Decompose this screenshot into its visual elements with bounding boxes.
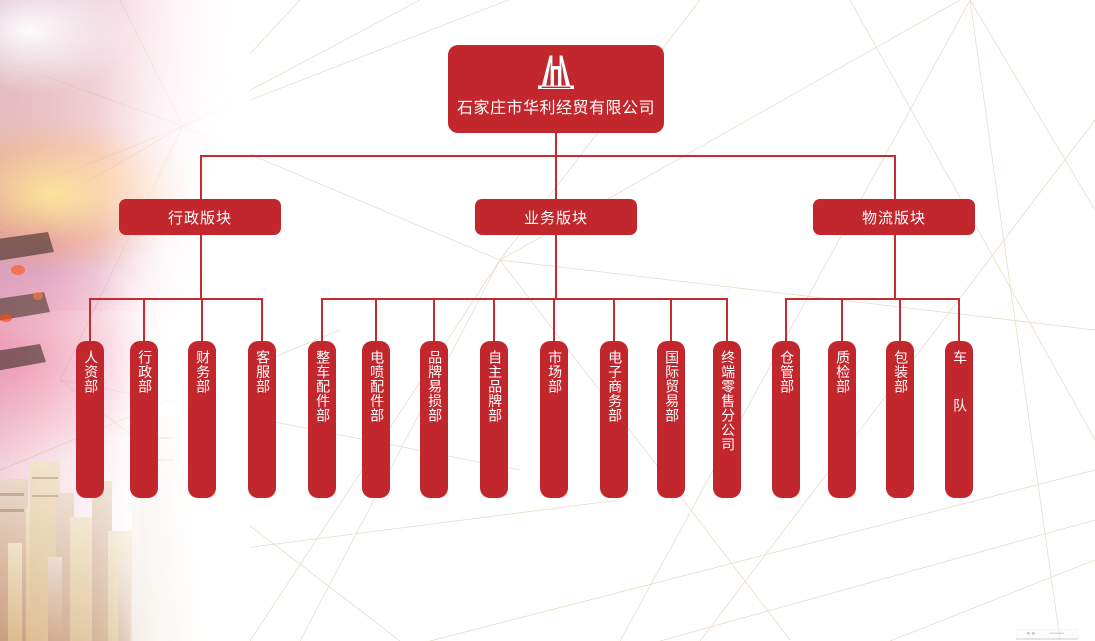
- department-node-business-2[interactable]: 品牌易损部: [420, 341, 448, 498]
- department-node-logistics-2[interactable]: 包装部: [886, 341, 914, 498]
- connector-stem-business-3: [493, 298, 495, 341]
- connector-stem-logistics-1: [841, 298, 843, 341]
- connector-stem-admin-3: [261, 298, 263, 341]
- department-label: 质检部: [835, 350, 849, 394]
- connector-business-stem: [555, 235, 557, 299]
- connector-bus-to-logistics: [894, 155, 896, 199]
- department-label: 仓管部: [779, 350, 793, 394]
- connector-business-group-bus: [321, 298, 727, 300]
- connector-logistics-stem: [894, 235, 896, 299]
- department-label: 财务部: [195, 350, 209, 394]
- connector-stem-business-6: [670, 298, 672, 341]
- department-node-business-6[interactable]: 国际贸易部: [657, 341, 685, 498]
- department-label: 人资部: [83, 350, 97, 394]
- department-label: 整车配件部: [315, 350, 329, 423]
- connector-stem-business-5: [613, 298, 615, 341]
- connector-root-stem: [555, 133, 557, 156]
- division-label: 行政版块: [168, 207, 232, 228]
- connector-stem-admin-2: [201, 298, 203, 341]
- root-company-node[interactable]: 石家庄市华利经贸有限公司: [448, 45, 664, 133]
- department-label: 品牌易损部: [427, 350, 441, 423]
- connector-stem-business-7: [726, 298, 728, 341]
- connector-stem-logistics-3: [958, 298, 960, 341]
- division-node-business[interactable]: 业务版块: [475, 199, 637, 235]
- department-node-admin-2[interactable]: 财务部: [188, 341, 216, 498]
- department-node-business-5[interactable]: 电子商务部: [600, 341, 628, 498]
- background-ribbon-accent: [0, 0, 250, 641]
- connector-stem-logistics-0: [785, 298, 787, 341]
- connector-stem-business-4: [553, 298, 555, 341]
- department-node-logistics-1[interactable]: 质检部: [828, 341, 856, 498]
- connector-stem-admin-0: [89, 298, 91, 341]
- background-fade-mask: [0, 0, 250, 641]
- connector-stem-business-0: [321, 298, 323, 341]
- department-node-business-7[interactable]: 终端零售分公司: [713, 341, 741, 498]
- department-node-business-1[interactable]: 电喷配件部: [362, 341, 390, 498]
- connector-stem-logistics-2: [899, 298, 901, 341]
- department-node-admin-0[interactable]: 人资部: [76, 341, 104, 498]
- connector-bus-to-business: [555, 155, 557, 199]
- department-node-admin-1[interactable]: 行政部: [130, 341, 158, 498]
- division-node-logistics[interactable]: 物流版块: [813, 199, 975, 235]
- connector-main-bus: [200, 155, 896, 157]
- connector-stem-business-1: [375, 298, 377, 341]
- background-sun-glow: [0, 120, 190, 270]
- department-label: 电子商务部: [607, 350, 621, 423]
- department-label: 包装部: [893, 350, 907, 394]
- department-label: 市场部: [547, 350, 561, 394]
- department-label: 国际贸易部: [664, 350, 678, 423]
- department-node-business-4[interactable]: 市场部: [540, 341, 568, 498]
- department-label: 电喷配件部: [369, 350, 383, 423]
- company-mountain-logo-icon: [533, 54, 579, 96]
- background-photo-collage: [0, 0, 250, 641]
- department-label: 自主品牌部: [487, 350, 501, 423]
- background-sunset-sky: [0, 0, 250, 641]
- division-label: 业务版块: [524, 207, 588, 228]
- department-node-logistics-3[interactable]: 车 队: [945, 341, 973, 498]
- department-node-business-0[interactable]: 整车配件部: [308, 341, 336, 498]
- connector-admin-stem: [200, 235, 202, 299]
- connector-logistics-group-bus: [785, 298, 959, 300]
- connector-stem-admin-1: [143, 298, 145, 341]
- division-node-admin[interactable]: 行政版块: [119, 199, 281, 235]
- division-label: 物流版块: [862, 207, 926, 228]
- department-label: 客服部: [255, 350, 269, 394]
- department-label: 车 队: [952, 350, 966, 421]
- department-node-logistics-0[interactable]: 仓管部: [772, 341, 800, 498]
- connector-stem-business-2: [433, 298, 435, 341]
- department-label: 行政部: [137, 350, 151, 394]
- connector-bus-to-admin: [200, 155, 202, 199]
- department-node-business-3[interactable]: 自主品牌部: [480, 341, 508, 498]
- corner-toolbar-widget[interactable]: [1016, 629, 1078, 640]
- connector-admin-group-bus: [89, 298, 263, 300]
- root-company-title: 石家庄市华利经贸有限公司: [457, 100, 655, 116]
- department-label: 终端零售分公司: [720, 350, 734, 452]
- department-node-admin-3[interactable]: 客服部: [248, 341, 276, 498]
